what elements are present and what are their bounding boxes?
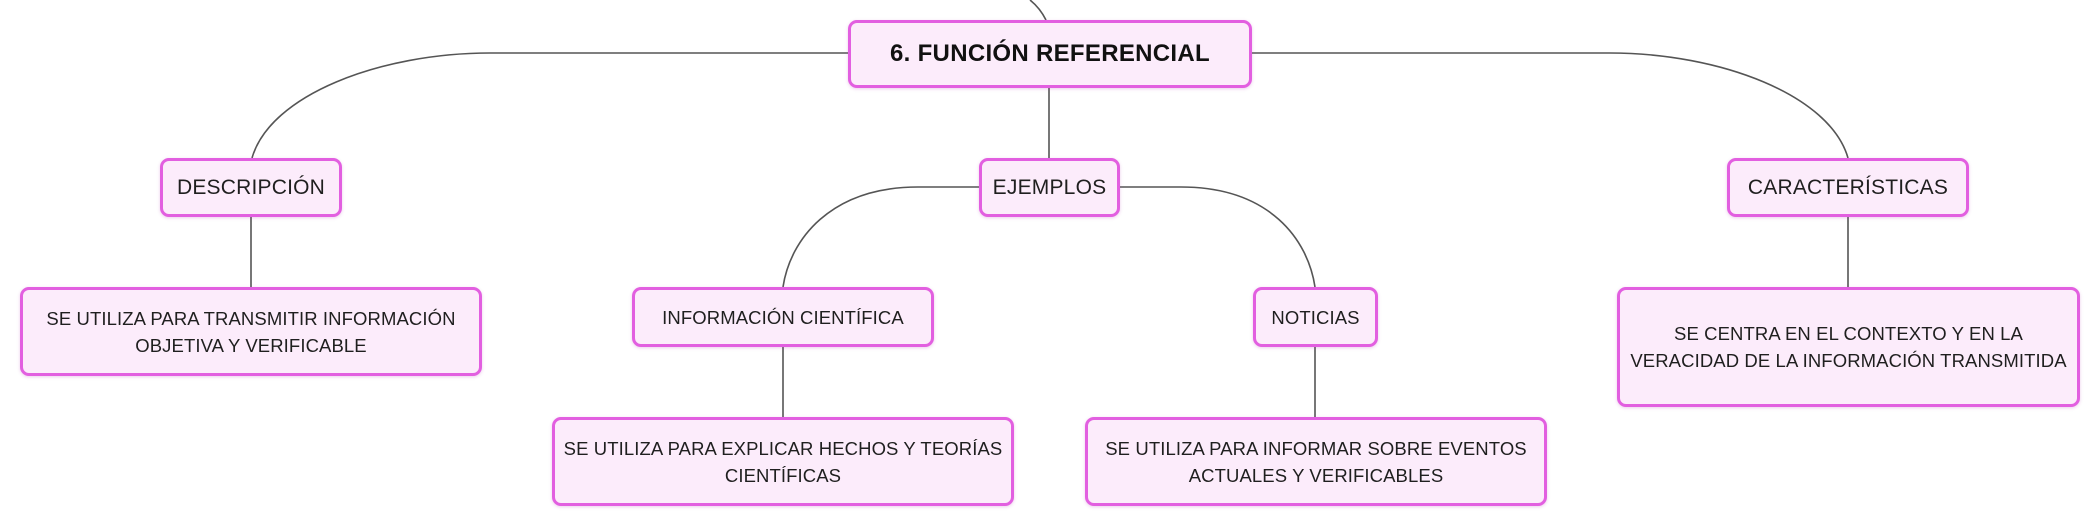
ejemplo-noticias-node[interactable]: NOTICIAS [1253,287,1378,347]
descripcion-detail-node[interactable]: SE UTILIZA PARA TRANSMITIR INFORMACIÓN O… [20,287,482,376]
branch-ejemplos-node[interactable]: EJEMPLOS [979,158,1120,217]
branch-caracteristicas-node[interactable]: CARACTERÍSTICAS [1727,158,1969,217]
cientifica-detail-text: SE UTILIZA PARA EXPLICAR HECHOS Y TEORÍA… [563,437,1003,486]
connector-root-to-caracteristicas [1252,52,1849,159]
caracteristicas-detail-node[interactable]: SE CENTRA EN EL CONTEXTO Y EN LA VERACID… [1617,287,2080,407]
connector-ejemplos-to-noticias [1120,186,1316,288]
ejemplo-cientifica-node[interactable]: INFORMACIÓN CIENTÍFICA [632,287,934,347]
cientifica-detail-node[interactable]: SE UTILIZA PARA EXPLICAR HECHOS Y TEORÍA… [552,417,1014,506]
connector-parent-to-root [1029,0,1047,21]
ejemplo-noticias-label: NOTICIAS [1271,306,1360,328]
ejemplo-cientifica-label: INFORMACIÓN CIENTÍFICA [662,306,904,328]
root-topic-label: 6. FUNCIÓN REFERENCIAL [890,40,1210,67]
caracteristicas-detail-text: SE CENTRA EN EL CONTEXTO Y EN LA VERACID… [1630,323,2067,371]
noticias-detail-node[interactable]: SE UTILIZA PARA INFORMAR SOBRE EVENTOS A… [1085,417,1547,506]
root-topic-node[interactable]: 6. FUNCIÓN REFERENCIAL [848,20,1252,88]
descripcion-detail-text: SE UTILIZA PARA TRANSMITIR INFORMACIÓN O… [46,307,456,356]
connector-ejemplos-to-cientifica [782,186,979,288]
branch-descripcion-label: DESCRIPCIÓN [176,175,326,199]
connector-root-to-descripcion [251,52,848,159]
branch-caracteristicas-label: CARACTERÍSTICAS [1747,175,1949,199]
branch-ejemplos-label: EJEMPLOS [992,175,1107,199]
noticias-detail-text: SE UTILIZA PARA INFORMAR SOBRE EVENTOS A… [1105,437,1527,486]
branch-descripcion-node[interactable]: DESCRIPCIÓN [160,158,342,217]
